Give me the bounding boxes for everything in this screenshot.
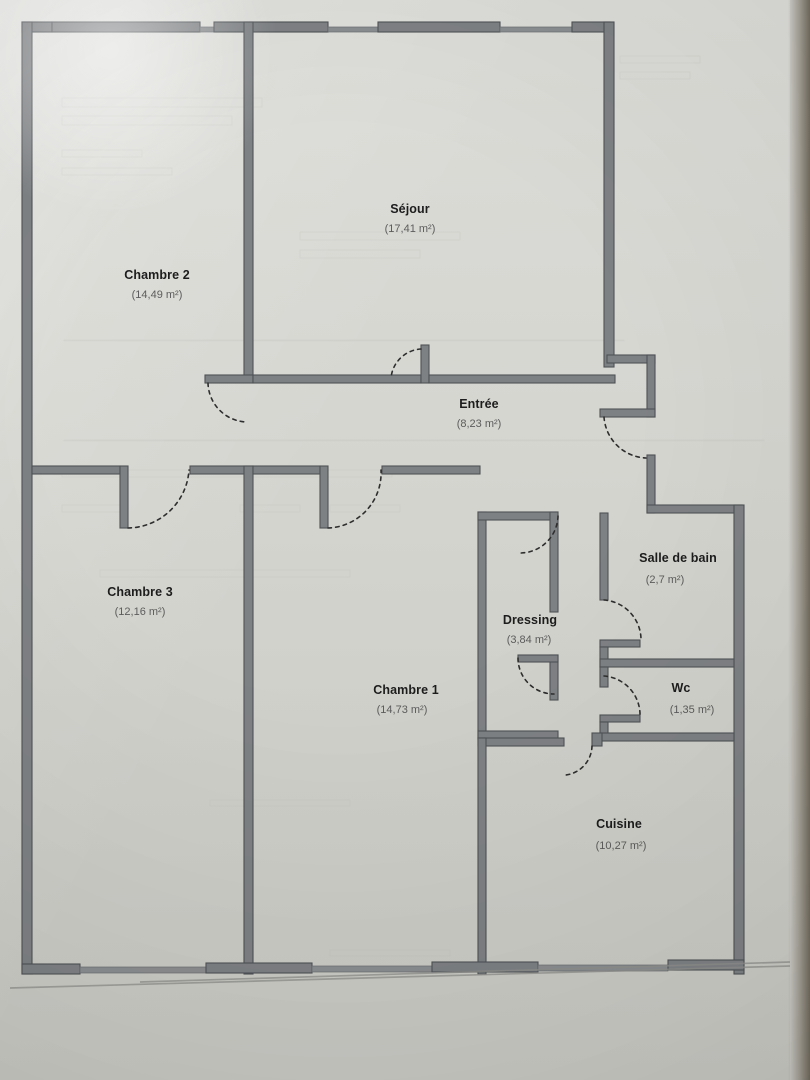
room-label-chambre-3: Chambre 3 (12,16 m²) xyxy=(107,585,173,618)
wall-sejour-door-jamb xyxy=(420,344,430,384)
wall-top-segment-c xyxy=(377,21,501,33)
wall-cuisine-top-right xyxy=(591,732,603,747)
wall-bath-left-upper xyxy=(599,512,609,601)
room-area-cuisine: (10,27 m²) xyxy=(596,840,647,852)
wall-chambre1-top-a xyxy=(252,465,321,475)
wall-entree-top-left xyxy=(204,374,254,384)
door-swing-entree-to-hall xyxy=(603,416,647,459)
wall-sejour-right-upper xyxy=(603,21,615,368)
wall-entree-top-mid xyxy=(252,374,422,384)
window-bottom-a xyxy=(79,966,207,974)
room-area-chambre-1: (14,73 m²) xyxy=(377,704,428,716)
room-name-dressing: Dressing xyxy=(503,613,557,627)
wall-chambre1-top-b xyxy=(381,465,481,475)
wall-wc-bottom xyxy=(599,732,735,742)
wall-chambre3-door-jamb xyxy=(119,465,129,529)
window-top-c xyxy=(327,26,379,33)
wall-entree-right-shelf xyxy=(646,504,743,514)
door-swing-cuisine xyxy=(565,745,593,776)
room-area-chambre-2: (14,49 m²) xyxy=(132,289,183,301)
room-label-salle-de-bain: Salle de bain (2,7 m²) xyxy=(639,551,717,586)
wall-chambre3-chambre1-divider xyxy=(243,465,254,975)
room-label-cuisine: Cuisine (10,27 m²) xyxy=(596,817,647,852)
room-name-sejour: Séjour xyxy=(390,202,430,216)
room-area-dressing: (3,84 m²) xyxy=(507,634,552,646)
wall-chambre1-dressing-divider xyxy=(477,511,487,739)
room-area-entree: (8,23 m²) xyxy=(457,418,502,430)
wall-wc-left-upper xyxy=(599,666,609,688)
wall-top-segment-a xyxy=(51,21,201,33)
door-swing-wc xyxy=(603,675,641,717)
wall-wc-door-sill xyxy=(599,714,641,723)
window-top-b xyxy=(199,26,215,33)
room-label-entree: Entrée (8,23 m²) xyxy=(457,397,502,430)
wall-chambre1-door-jamb xyxy=(319,465,329,529)
door-swings xyxy=(127,348,647,776)
room-area-salle-de-bain: (2,7 m²) xyxy=(646,574,685,586)
room-name-cuisine: Cuisine xyxy=(596,817,642,831)
room-name-chambre-2: Chambre 2 xyxy=(124,268,190,282)
room-label-wc: Wc (1,35 m²) xyxy=(670,681,715,716)
room-area-chambre-3: (12,16 m²) xyxy=(115,606,166,618)
window-bottom-b xyxy=(311,965,433,973)
room-label-chambre-1: Chambre 1 (14,73 m²) xyxy=(373,683,439,716)
door-swing-chambre2 xyxy=(207,382,248,423)
door-swing-chambre1 xyxy=(327,469,382,529)
wall-chambre2-sejour-divider xyxy=(243,21,254,383)
room-name-chambre-1: Chambre 1 xyxy=(373,683,439,697)
room-label-dressing: Dressing (3,84 m²) xyxy=(503,613,557,646)
wall-entree-top-right xyxy=(428,374,616,384)
door-swing-sejour xyxy=(390,348,422,379)
room-area-wc: (1,35 m²) xyxy=(670,704,715,716)
window-top-d xyxy=(499,26,573,33)
wall-chambre3-top-a xyxy=(31,465,121,475)
wall-cuisine-top-left xyxy=(477,737,565,747)
wall-right-exterior xyxy=(733,504,745,975)
door-swing-salle-de-bain xyxy=(603,599,642,642)
room-name-salle-de-bain: Salle de bain xyxy=(639,551,717,565)
wall-entree-right-notch-bot xyxy=(599,408,656,418)
wall-dressing-door-sill xyxy=(517,654,559,663)
paper-bottom-edge-line xyxy=(9,965,791,989)
room-name-entree: Entrée xyxy=(459,397,499,411)
room-label-chambre-2: Chambre 2 (14,49 m²) xyxy=(124,268,190,301)
room-name-wc: Wc xyxy=(672,681,691,695)
wall-bottom-segment-a xyxy=(205,962,313,974)
paper-bottom-edge-line-2 xyxy=(139,961,791,983)
door-swing-dressing-bottom xyxy=(517,657,555,695)
room-area-sejour: (17,41 m²) xyxy=(385,223,436,235)
paper-edge-shadow xyxy=(788,0,810,1080)
paper-fold-lines xyxy=(9,961,791,989)
room-labels: Séjour (17,41 m²) Chambre 2 (14,49 m²) E… xyxy=(107,202,717,852)
wall-top-segment-b xyxy=(213,21,329,33)
room-label-sejour: Séjour (17,41 m²) xyxy=(385,202,436,235)
wall-entree-right-vert-a xyxy=(646,354,656,418)
door-swing-chambre3 xyxy=(127,469,190,529)
wall-left-exterior xyxy=(21,21,33,975)
wall-bath-bottom xyxy=(599,658,735,668)
wall-dressing-top xyxy=(477,511,559,521)
room-name-chambre-3: Chambre 3 xyxy=(107,585,173,599)
wall-bottom-left-pier xyxy=(21,963,81,975)
wall-structure xyxy=(21,21,745,975)
wall-bath-left-sill xyxy=(599,639,641,648)
wall-chambre1-cuisine-divider xyxy=(477,737,487,975)
wall-entree-right-vert-b xyxy=(646,454,656,514)
wall-dressing-right-upper xyxy=(549,511,559,613)
